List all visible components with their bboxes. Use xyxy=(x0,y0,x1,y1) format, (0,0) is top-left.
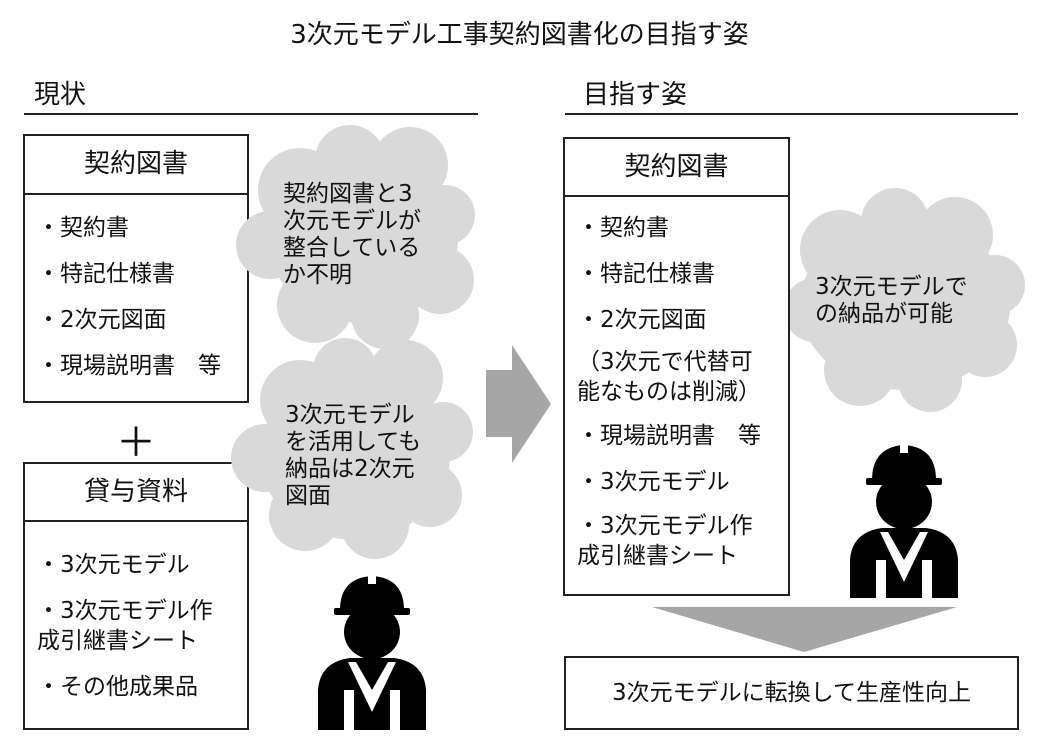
loan-materials-box: 貸与資料 ・3次元モデル ・3次元モデル作 成引継書シート ・その他成果品 xyxy=(23,462,249,730)
list-item: ・3次元モデル xyxy=(37,552,190,578)
cloud-text-consistency: 契約図書と3 次元モデルが 整合している か不明 xyxy=(283,181,421,289)
worker-helmet-icon xyxy=(850,443,958,598)
cloud-shape xyxy=(783,188,1025,412)
cloud-line: 納品は2次元 xyxy=(285,456,415,482)
list-item: ・契約書 xyxy=(37,215,129,241)
cloud-line: 次元モデルが xyxy=(283,208,421,234)
cloud-line: 3次元モデルで xyxy=(815,274,968,300)
current-contract-box: 契約図書 ・契約書 ・特記仕様書 ・2次元図面 ・現場説明書 等 xyxy=(23,134,249,403)
cloud-shape xyxy=(231,338,473,559)
list-item: （3次元で代替可 xyxy=(577,349,753,375)
cloud-text-delivery: 3次元モデル を活用しても 納品は2次元 図面 xyxy=(285,402,421,510)
list-item: ・現場説明書 等 xyxy=(577,423,761,449)
cloud-line: か不明 xyxy=(283,262,352,288)
goal-heading: 目指す姿 xyxy=(583,80,688,110)
list-item: ・3次元モデル作 xyxy=(577,513,753,539)
cloud-line: を活用しても xyxy=(285,429,422,455)
arrow-down-icon xyxy=(652,607,957,652)
current-contract-title: 契約図書 xyxy=(25,136,247,195)
list-item: 成引継書シート xyxy=(577,543,738,569)
productivity-result-box: 3次元モデルに転換して生産性向上 xyxy=(564,656,1019,730)
worker-helmet-icon xyxy=(318,574,426,730)
list-item: ・特記仕様書 xyxy=(577,261,715,287)
page-title: 3次元モデル工事契約図書化の目指す姿 xyxy=(290,20,749,50)
list-item: ・3次元モデル作 xyxy=(37,598,213,624)
list-item: ・特記仕様書 xyxy=(37,261,175,287)
list-item: ・3次元モデル xyxy=(577,469,730,495)
cloud-line: 図面 xyxy=(285,483,331,509)
goal-divider xyxy=(565,113,1018,115)
cloud-line: 契約図書と3 xyxy=(283,181,413,207)
goal-contract-title: 契約図書 xyxy=(565,139,788,197)
list-item: 能なものは削減） xyxy=(577,379,761,405)
list-item: ・契約書 xyxy=(577,215,669,241)
current-heading: 現状 xyxy=(34,80,87,110)
cloud-text-3d-delivery: 3次元モデルで の納品が可能 xyxy=(815,274,968,328)
list-item: 成引継書シート xyxy=(37,628,198,654)
list-item: ・現場説明書 等 xyxy=(37,353,221,379)
arrow-right-icon xyxy=(486,345,551,463)
cloud-shape xyxy=(236,125,475,349)
loan-materials-title: 貸与資料 xyxy=(25,464,247,522)
cloud-line: 3次元モデル xyxy=(285,402,415,428)
list-item: ・その他成果品 xyxy=(37,674,198,700)
list-item: ・2次元図面 xyxy=(577,307,707,333)
current-divider xyxy=(24,113,478,115)
cloud-line: の納品が可能 xyxy=(815,301,953,327)
goal-contract-box: 契約図書 ・契約書 ・特記仕様書 ・2次元図面 （3次元で代替可 能なものは削減… xyxy=(563,137,790,596)
list-item: ・2次元図面 xyxy=(37,307,167,333)
cloud-line: 整合している xyxy=(283,235,421,261)
plus-sign: ＋ xyxy=(116,420,156,466)
